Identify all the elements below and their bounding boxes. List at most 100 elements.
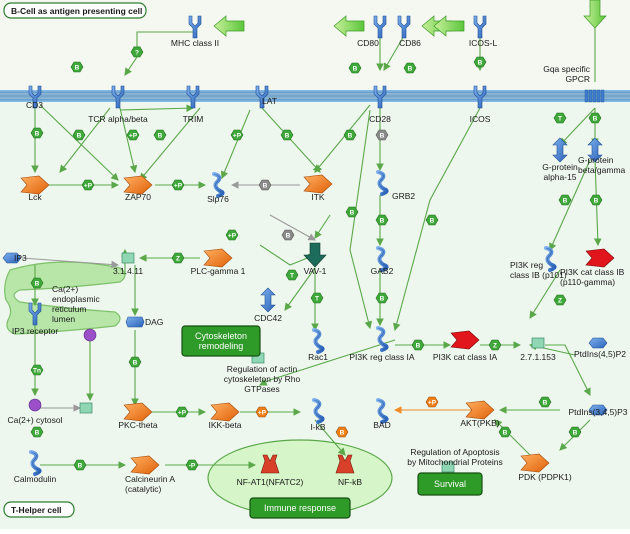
label-nfat1: NF-AT1(NFATC2) bbox=[237, 477, 304, 487]
ptdins45p2-compound[interactable] bbox=[588, 337, 608, 349]
edge bbox=[349, 109, 373, 330]
mhc-class-ii-receptor[interactable] bbox=[188, 15, 202, 39]
label-mhc-class-ii: MHC class II bbox=[171, 38, 219, 48]
bad-protein[interactable] bbox=[376, 398, 389, 424]
pi3k-cat-ib[interactable] bbox=[585, 248, 615, 268]
pkc-theta-kinase[interactable] bbox=[123, 402, 153, 422]
label-ikk-beta: IKK-beta bbox=[208, 420, 241, 430]
mark-binding: B bbox=[568, 426, 582, 438]
pdk1-kinase[interactable] bbox=[520, 453, 550, 473]
mark-binding: B bbox=[588, 112, 602, 124]
mark-binding-gray: B bbox=[258, 179, 272, 191]
label-trim: TRIM bbox=[183, 114, 204, 124]
mark-binding: B bbox=[30, 277, 44, 289]
svg-text:+P: +P bbox=[178, 409, 187, 416]
svg-text:-P: -P bbox=[189, 462, 196, 469]
apoptosis-regulation-box[interactable] bbox=[441, 461, 455, 473]
svg-text:B: B bbox=[593, 115, 598, 122]
er-calcium[interactable] bbox=[83, 328, 97, 342]
nfkb-factor[interactable] bbox=[335, 454, 355, 474]
gab2-adaptor[interactable] bbox=[376, 246, 389, 272]
mark-binding: B bbox=[411, 339, 425, 351]
ikb-inhibitor[interactable] bbox=[312, 398, 325, 424]
svg-text:T: T bbox=[315, 295, 319, 302]
svg-text:+P: +P bbox=[428, 399, 437, 406]
enzyme-2-7-1-153[interactable] bbox=[531, 337, 545, 349]
cdc42-gtpase[interactable] bbox=[260, 287, 276, 313]
mark-binding-gray: B bbox=[281, 229, 295, 241]
slp76-adaptor[interactable] bbox=[212, 172, 225, 198]
svg-text:B: B bbox=[285, 132, 290, 139]
g-protein-alpha15[interactable] bbox=[552, 137, 568, 163]
grb2-adaptor[interactable] bbox=[376, 170, 389, 196]
icos-receptor[interactable] bbox=[473, 85, 487, 109]
label-ca-cytosol: Ca(2+) cytosol bbox=[7, 415, 62, 425]
label-cdc42: CDC42 bbox=[254, 313, 282, 323]
svg-text:+P: +P bbox=[228, 232, 237, 239]
calmodulin-protein[interactable] bbox=[29, 450, 42, 476]
label-ptdins345p3: PtdIns(3,4,5)P3 bbox=[568, 407, 627, 417]
dag-compound[interactable] bbox=[125, 316, 145, 328]
svg-text:B: B bbox=[77, 132, 82, 139]
trim-receptor[interactable] bbox=[186, 85, 200, 109]
edge bbox=[284, 267, 316, 311]
tcr-receptor[interactable] bbox=[111, 85, 125, 109]
edge bbox=[124, 56, 138, 76]
pi3k-reg-ia[interactable] bbox=[376, 326, 389, 352]
gqa-gpcr-receptor[interactable] bbox=[584, 89, 605, 103]
ikk-beta-kinase[interactable] bbox=[210, 402, 240, 422]
plc-gamma1-enzyme[interactable] bbox=[203, 248, 233, 268]
akt-kinase[interactable] bbox=[465, 400, 495, 420]
icos-l-receptor[interactable] bbox=[473, 15, 487, 39]
pi3k-reg-ib[interactable] bbox=[544, 246, 557, 272]
rac1-gtpase[interactable] bbox=[312, 328, 325, 354]
lck-kinase[interactable] bbox=[20, 175, 50, 195]
process-immune-response[interactable]: Immune response bbox=[249, 497, 351, 519]
svg-text:+P: +P bbox=[84, 182, 93, 189]
svg-text:+P: +P bbox=[129, 132, 138, 139]
label-ikb: I-kB bbox=[310, 422, 325, 432]
nfat1-factor[interactable] bbox=[260, 454, 280, 474]
enzyme-3-1-4-11[interactable] bbox=[121, 252, 135, 264]
ptdins345p3-compound[interactable] bbox=[588, 404, 608, 416]
cd28-receptor[interactable] bbox=[373, 85, 387, 109]
label-vav1: VAV-1 bbox=[304, 266, 327, 276]
cytosol-calcium[interactable] bbox=[28, 398, 42, 412]
svg-text:B: B bbox=[350, 209, 355, 216]
cd3-receptor[interactable] bbox=[28, 85, 42, 109]
cd86-receptor[interactable] bbox=[397, 15, 411, 39]
ip3-compound[interactable] bbox=[2, 252, 22, 264]
cd80-receptor[interactable] bbox=[373, 15, 387, 39]
label-icos-l: ICOS-L bbox=[469, 38, 498, 48]
calcium-transport-box[interactable] bbox=[79, 402, 93, 414]
edge bbox=[139, 107, 201, 181]
process-survival[interactable]: Survival bbox=[417, 472, 483, 496]
g-protein-beta-gamma[interactable] bbox=[587, 137, 603, 163]
lat-receptor[interactable] bbox=[255, 85, 269, 109]
edge bbox=[545, 344, 591, 396]
edge bbox=[314, 419, 346, 456]
mark-binding: B bbox=[348, 62, 362, 74]
mark-phospho: +P bbox=[81, 179, 95, 191]
label-akt: AKT(PKB) bbox=[460, 418, 499, 428]
itk-kinase[interactable] bbox=[303, 174, 333, 194]
svg-text:B: B bbox=[573, 429, 578, 436]
calcineurin-a[interactable] bbox=[130, 455, 160, 475]
vav1-protein[interactable] bbox=[303, 242, 327, 268]
label-ip3: IP3 bbox=[14, 253, 27, 263]
ip3-receptor[interactable] bbox=[28, 302, 42, 326]
cd80-ligand-arrow bbox=[333, 15, 365, 37]
zap70-kinase[interactable] bbox=[123, 175, 153, 195]
mark-binding: B bbox=[73, 459, 87, 471]
label-bad: BAD bbox=[373, 420, 390, 430]
svg-text:B: B bbox=[430, 217, 435, 224]
label-cd80: CD80 bbox=[357, 38, 379, 48]
pi3k-cat-ia[interactable] bbox=[450, 330, 480, 350]
svg-text:?: ? bbox=[135, 49, 139, 56]
label-dag: DAG bbox=[145, 317, 163, 327]
edge bbox=[21, 257, 120, 269]
